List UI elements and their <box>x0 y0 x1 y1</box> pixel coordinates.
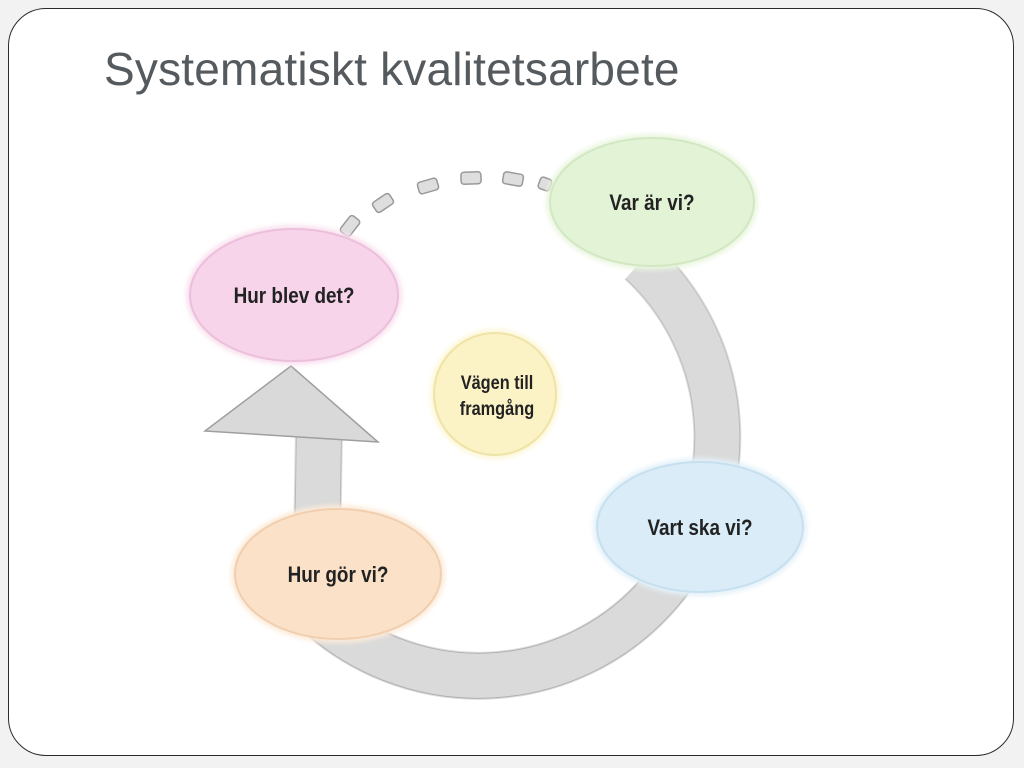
dashed-connector <box>339 171 553 238</box>
slide-title: Systematiskt kvalitetsarbete <box>104 43 680 95</box>
center-label-line1: Vägen till <box>461 372 534 393</box>
node-hur-gor-vi-bubble <box>234 508 442 640</box>
center-node: Vägen till framgång <box>430 329 560 459</box>
center-label-line2: framgång <box>460 398 534 419</box>
node-hur-blev-det-label: Hur blev det? <box>234 284 355 309</box>
center-node-bubble <box>433 332 557 456</box>
node-hur-blev-det-bubble <box>189 228 399 362</box>
node-vart-ska-vi: Vart ska vi? <box>593 458 807 596</box>
node-var-ar-vi: Var är vi? <box>546 134 758 270</box>
node-hur-gor-vi: Hur gör vi? <box>231 505 445 643</box>
node-var-ar-vi-label: Var är vi? <box>609 191 694 216</box>
node-hur-blev-det: Hur blev det? <box>186 225 402 365</box>
node-hur-gor-vi-label: Hur gör vi? <box>288 563 389 588</box>
node-var-ar-vi-bubble <box>549 137 755 267</box>
node-vart-ska-vi-bubble <box>596 461 804 593</box>
node-vart-ska-vi-label: Vart ska vi? <box>647 516 752 541</box>
cycle-arrow-head <box>202 365 381 443</box>
